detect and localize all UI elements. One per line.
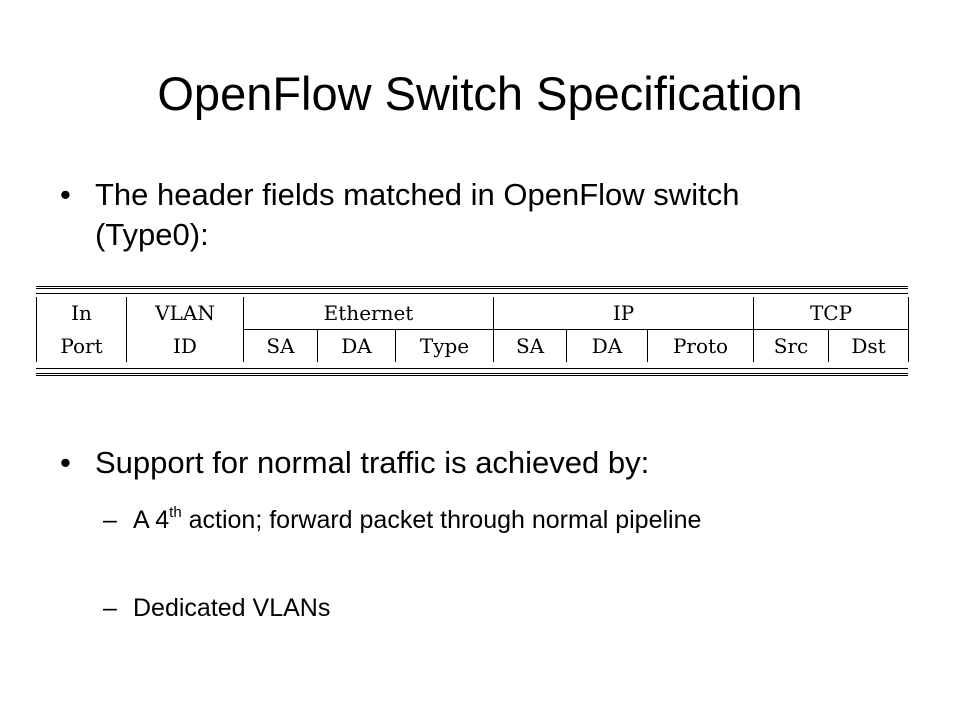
- ordinal-superscript: th: [169, 504, 182, 521]
- field-ip-sa: SA: [493, 329, 568, 362]
- bullet-dot: •: [60, 177, 71, 212]
- field-tcp-src: Src: [753, 329, 830, 362]
- sub-bullet-dedicated-vlans: – Dedicated VLANs: [103, 593, 863, 628]
- header-fields-grid: In VLAN Ethernet IP TCP Port ID SA DA Ty…: [36, 297, 910, 362]
- group-in: In: [36, 297, 127, 330]
- header-fields-table: In VLAN Ethernet IP TCP Port ID SA DA Ty…: [36, 286, 910, 376]
- group-ip: IP: [493, 297, 755, 330]
- sub-bullet-text: Dedicated VLANs: [133, 594, 331, 622]
- field-eth-sa: SA: [243, 329, 318, 362]
- sub-bullet-fourth-action: – A 4th action; forward packet through n…: [103, 505, 863, 575]
- field-vlan-id: ID: [126, 329, 244, 362]
- field-ip-proto: Proto: [647, 329, 755, 362]
- group-ethernet: Ethernet: [242, 297, 495, 330]
- sub-bullet-text-start: A 4: [133, 506, 170, 534]
- table-row-groups: In VLAN Ethernet IP TCP: [36, 297, 910, 330]
- table-row-fields: Port ID SA DA Type SA DA Proto Src Dst: [36, 329, 910, 362]
- bullet-dot: •: [60, 445, 71, 480]
- sub-bullet-dash: –: [103, 506, 117, 534]
- sub-bullet-text: A 4th action; forward packet through nor…: [133, 505, 833, 535]
- slide-title: OpenFlow Switch Specification: [157, 67, 803, 120]
- bullet-text: Support for normal traffic is achieved b…: [95, 445, 650, 480]
- field-ip-da: DA: [566, 329, 649, 362]
- field-eth-da: DA: [317, 329, 396, 362]
- field-in-port: Port: [36, 329, 127, 362]
- group-tcp: TCP: [753, 297, 910, 330]
- field-eth-type: Type: [394, 329, 495, 362]
- sub-bullet-text-end: action; forward packet through normal pi…: [181, 506, 702, 534]
- table-rule-top: [36, 293, 908, 294]
- bullet-normal-traffic: • Support for normal traffic is achieved…: [60, 443, 880, 488]
- sub-bullet-dash: –: [103, 594, 117, 622]
- field-tcp-dst: Dst: [828, 329, 910, 362]
- bullet-header-fields: • The header fields matched in OpenFlow …: [60, 175, 880, 265]
- bullet-text: The header fields matched in OpenFlow sw…: [95, 177, 740, 252]
- table-rule-bottom: [36, 368, 908, 369]
- group-vlan: VLAN: [126, 297, 244, 330]
